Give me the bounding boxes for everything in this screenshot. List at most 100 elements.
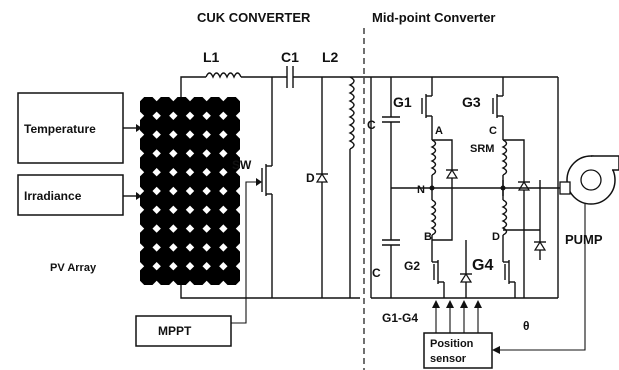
- pv-cell-gap: [152, 149, 161, 158]
- pv-cell-gap: [202, 149, 211, 158]
- pv-cell-gap: [152, 168, 161, 177]
- inductor-l1: [205, 72, 242, 79]
- pv-cell-gap: [135, 186, 145, 196]
- irradiance-box: [17, 174, 124, 216]
- winding-a: [430, 139, 437, 176]
- pv-cell-gap: [185, 130, 195, 139]
- cuk-diode-label: D: [306, 171, 315, 185]
- phase-d-label: D: [492, 231, 500, 243]
- pv-cell-gap: [185, 149, 195, 158]
- pv-cell-gap: [219, 111, 228, 120]
- pv-cell-gap: [235, 205, 245, 214]
- pv-cell-gap: [202, 111, 211, 120]
- pv-cell-gap: [185, 111, 195, 120]
- right-diode-2: [533, 240, 547, 251]
- pv-cell-gap: [202, 243, 211, 252]
- pv-cell-gap: [135, 224, 145, 233]
- pv-cell-gap: [235, 92, 245, 102]
- pv-cell-gap: [235, 186, 245, 196]
- pv-cell-gap: [169, 130, 178, 139]
- gate-signal-arrows: [432, 300, 482, 333]
- temperature-box: [17, 92, 124, 164]
- theta-label: θ: [523, 319, 530, 333]
- position-sensor-box: [423, 332, 493, 369]
- pv-cell-gap: [169, 149, 178, 158]
- pv-cell-gap: [185, 205, 195, 214]
- winding-d: [501, 199, 508, 236]
- g2-label: G2: [404, 259, 420, 273]
- mppt-label: MPPT: [158, 324, 192, 338]
- pv-cell-gap: [135, 92, 145, 102]
- pv-cell-gap: [185, 262, 195, 271]
- switch-label: SW: [232, 158, 252, 172]
- gate-signals-label: G1-G4: [382, 311, 418, 325]
- right-diode-wire: [503, 139, 525, 298]
- pv-cell-gap: [152, 224, 161, 233]
- pv-cell-gap: [202, 92, 211, 102]
- pv-cell-gap: [135, 280, 145, 290]
- pv-cell-gap: [169, 262, 178, 271]
- pv-cell-gap: [219, 205, 228, 214]
- node-n-label: N: [417, 184, 425, 196]
- inductor-l2: [348, 76, 355, 150]
- phase-c-label: C: [489, 125, 497, 137]
- pv-cells: [135, 92, 245, 290]
- right-diode-1: [517, 180, 531, 191]
- pv-cell-gap: [152, 243, 161, 252]
- pv-cell-gap: [185, 280, 195, 290]
- theta-feedback-wire: [498, 204, 586, 351]
- inductor-l2-label: L2: [322, 49, 339, 65]
- pv-cell-gap: [152, 205, 161, 214]
- pv-cell-gap: [219, 262, 228, 271]
- irradiance-label: Irradiance: [24, 189, 82, 203]
- temperature-label: Temperature: [24, 122, 96, 136]
- pv-cell-gap: [235, 262, 245, 271]
- winding-c: [501, 139, 508, 176]
- position-sensor-label-line2: sensor: [430, 353, 467, 365]
- pv-cell-gap: [202, 186, 211, 196]
- pv-cell-gap: [219, 149, 228, 158]
- pv-positive-wire: [180, 76, 206, 97]
- pv-cell-gap: [202, 205, 211, 214]
- pv-cell-gap: [235, 224, 245, 233]
- pv-cell-gap: [135, 262, 145, 271]
- pv-cell-gap: [135, 111, 145, 120]
- pv-cell-gap: [219, 280, 228, 290]
- pv-cell-gap: [185, 243, 195, 252]
- pv-cell-gap: [235, 130, 245, 139]
- mppt-box: [135, 315, 232, 347]
- pv-cell-gap: [169, 168, 178, 177]
- pump-icon: [559, 155, 619, 205]
- pv-cell-gap: [169, 280, 178, 290]
- pv-cell-gap: [235, 280, 245, 290]
- pv-cell-gap: [202, 280, 211, 290]
- pv-cell-gap: [152, 186, 161, 196]
- cuk-diode: [315, 172, 329, 183]
- g4-label: G4: [472, 257, 493, 274]
- pv-cell-gap: [219, 186, 228, 196]
- position-sensor-label-line1: Position: [430, 338, 474, 350]
- temperature-arrow: [136, 124, 142, 132]
- pv-cell-gap: [202, 168, 211, 177]
- phase-a-label: A: [435, 125, 443, 137]
- pv-cell-gap: [169, 205, 178, 214]
- pv-cell-gap: [185, 186, 195, 196]
- pv-cell-gap: [235, 243, 245, 252]
- pv-cell-gap: [152, 111, 161, 120]
- cap-upper-label: C: [367, 118, 376, 132]
- mppt-control-wire: [231, 181, 258, 324]
- winding-b: [430, 199, 437, 236]
- pv-cell-gap: [219, 92, 228, 102]
- pv-cell-gap: [135, 205, 145, 214]
- cap-lower-label: C: [372, 266, 381, 280]
- srm-label: SRM: [470, 143, 494, 155]
- pv-cell-gap: [169, 186, 178, 196]
- pv-cell-gap: [202, 130, 211, 139]
- bottom-rail: [180, 285, 360, 299]
- pv-cell-gap: [202, 224, 211, 233]
- pv-cell-gap: [185, 92, 195, 102]
- pv-cell-gap: [152, 280, 161, 290]
- pv-cell-gap: [185, 224, 195, 233]
- pv-cell-gap: [152, 92, 161, 102]
- pv-cell-gap: [235, 111, 245, 120]
